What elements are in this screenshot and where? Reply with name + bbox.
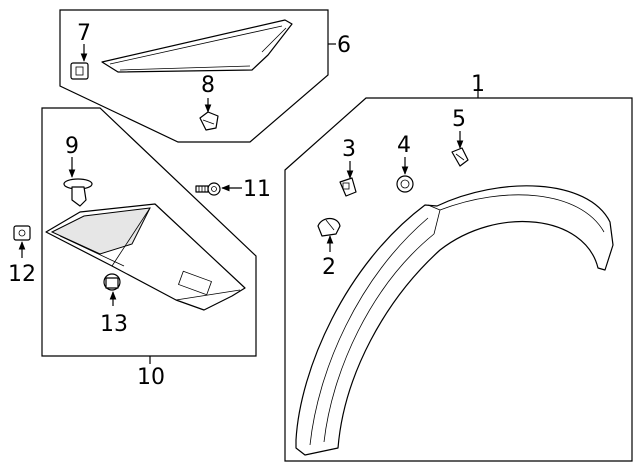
callout-7: 7 [77,21,91,46]
callout-6: 6 [337,33,351,58]
callout-4: 4 [397,133,411,158]
callout-12: 12 [8,262,36,287]
callout-3: 3 [342,137,356,162]
push-pin-part-8 [199,111,219,131]
upper-molding-part [101,19,293,73]
callout-1: 1 [471,72,485,97]
callout-13: 13 [100,312,128,337]
clip-part-5 [451,147,469,167]
group-6-outline [59,9,336,143]
leader-lines [18,44,464,306]
clip-part-9 [63,178,93,207]
lower-panel-part [45,203,246,311]
grommet-part-13 [103,273,121,291]
callout-5: 5 [452,107,466,132]
clip-part-2 [317,217,341,237]
callout-8: 8 [201,73,215,98]
callout-2: 2 [322,255,336,280]
callout-11: 11 [243,177,271,202]
group-10-outline [41,107,257,364]
wheel-arch-flare-part [295,185,614,456]
clip-part-7 [70,62,89,80]
clip-part-3 [339,177,357,197]
callout-10: 10 [137,365,165,390]
group-1-outline [284,88,633,462]
callout-labels: 1 2 3 4 5 6 7 8 9 10 11 12 13 [8,21,485,390]
grommet-part-4 [396,175,414,193]
screw-part-11 [195,182,221,196]
callout-9: 9 [65,134,79,159]
nut-part-12 [13,225,31,241]
